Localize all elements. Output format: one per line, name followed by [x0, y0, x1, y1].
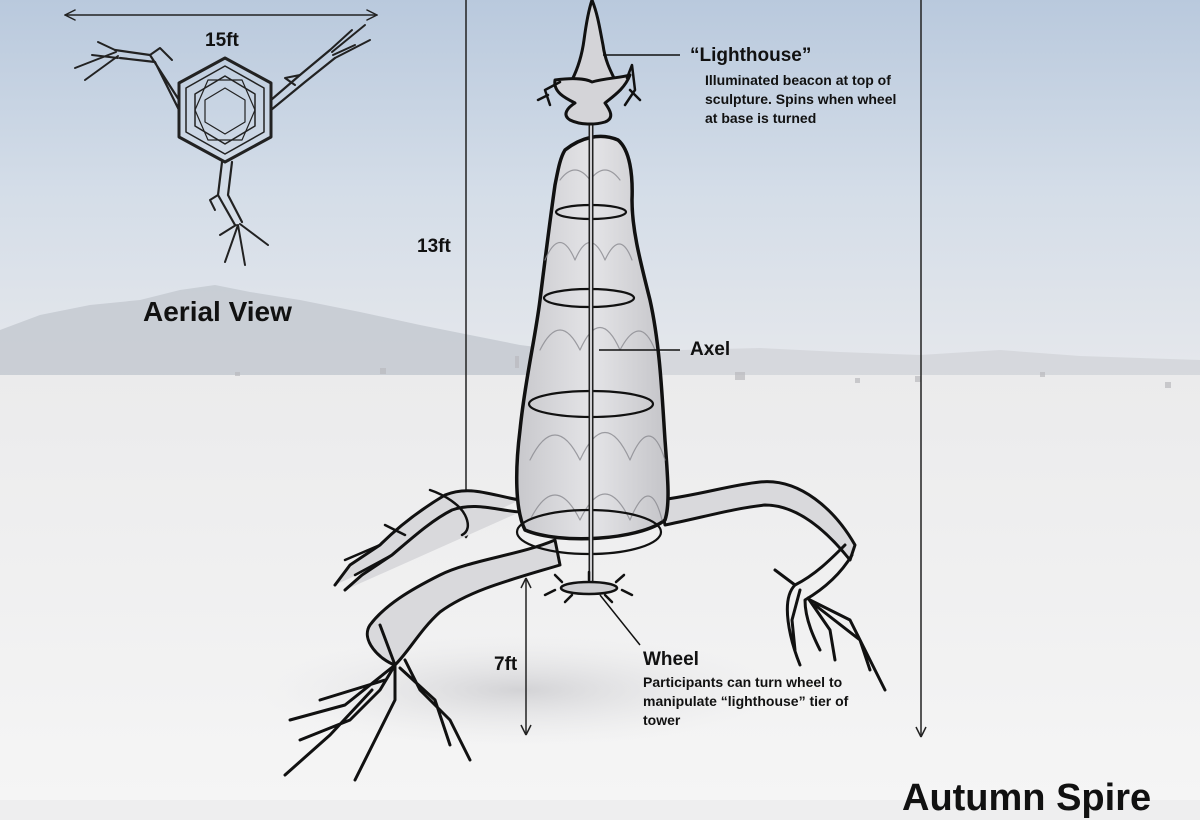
lighthouse-callout-title: “Lighthouse”	[690, 45, 812, 66]
aerial-width-label: 15ft	[205, 30, 239, 51]
sculpture	[283, 0, 887, 782]
aerial-view-sketch	[64, 9, 378, 266]
leg-right	[658, 480, 857, 562]
leg-front-left	[366, 538, 562, 667]
callout-leaders	[599, 54, 680, 646]
axel-callout-title: Axel	[690, 339, 731, 360]
wheel-callout-title: Wheel	[643, 649, 699, 670]
mountains	[0, 285, 560, 380]
aerial-hexagon	[177, 56, 273, 164]
dimension-lines	[460, 0, 927, 738]
lighthouse-crown	[553, 73, 632, 126]
height-total-label: 13ft	[417, 236, 451, 257]
wheel-callout-description: Participants can turn wheel to manipulat…	[643, 674, 849, 728]
sculpture-title: Autumn Spire	[902, 777, 1152, 819]
lighthouse-callout-description: Illuminated beacon at top of sculpture. …	[705, 72, 897, 126]
concept-drawing	[0, 0, 1200, 800]
height-base-label: 7ft	[494, 654, 518, 675]
leg-back-left	[333, 489, 522, 592]
wheel-leader	[599, 594, 641, 646]
aerial-view-title: Aerial View	[143, 296, 292, 327]
base-wheel	[543, 570, 634, 604]
